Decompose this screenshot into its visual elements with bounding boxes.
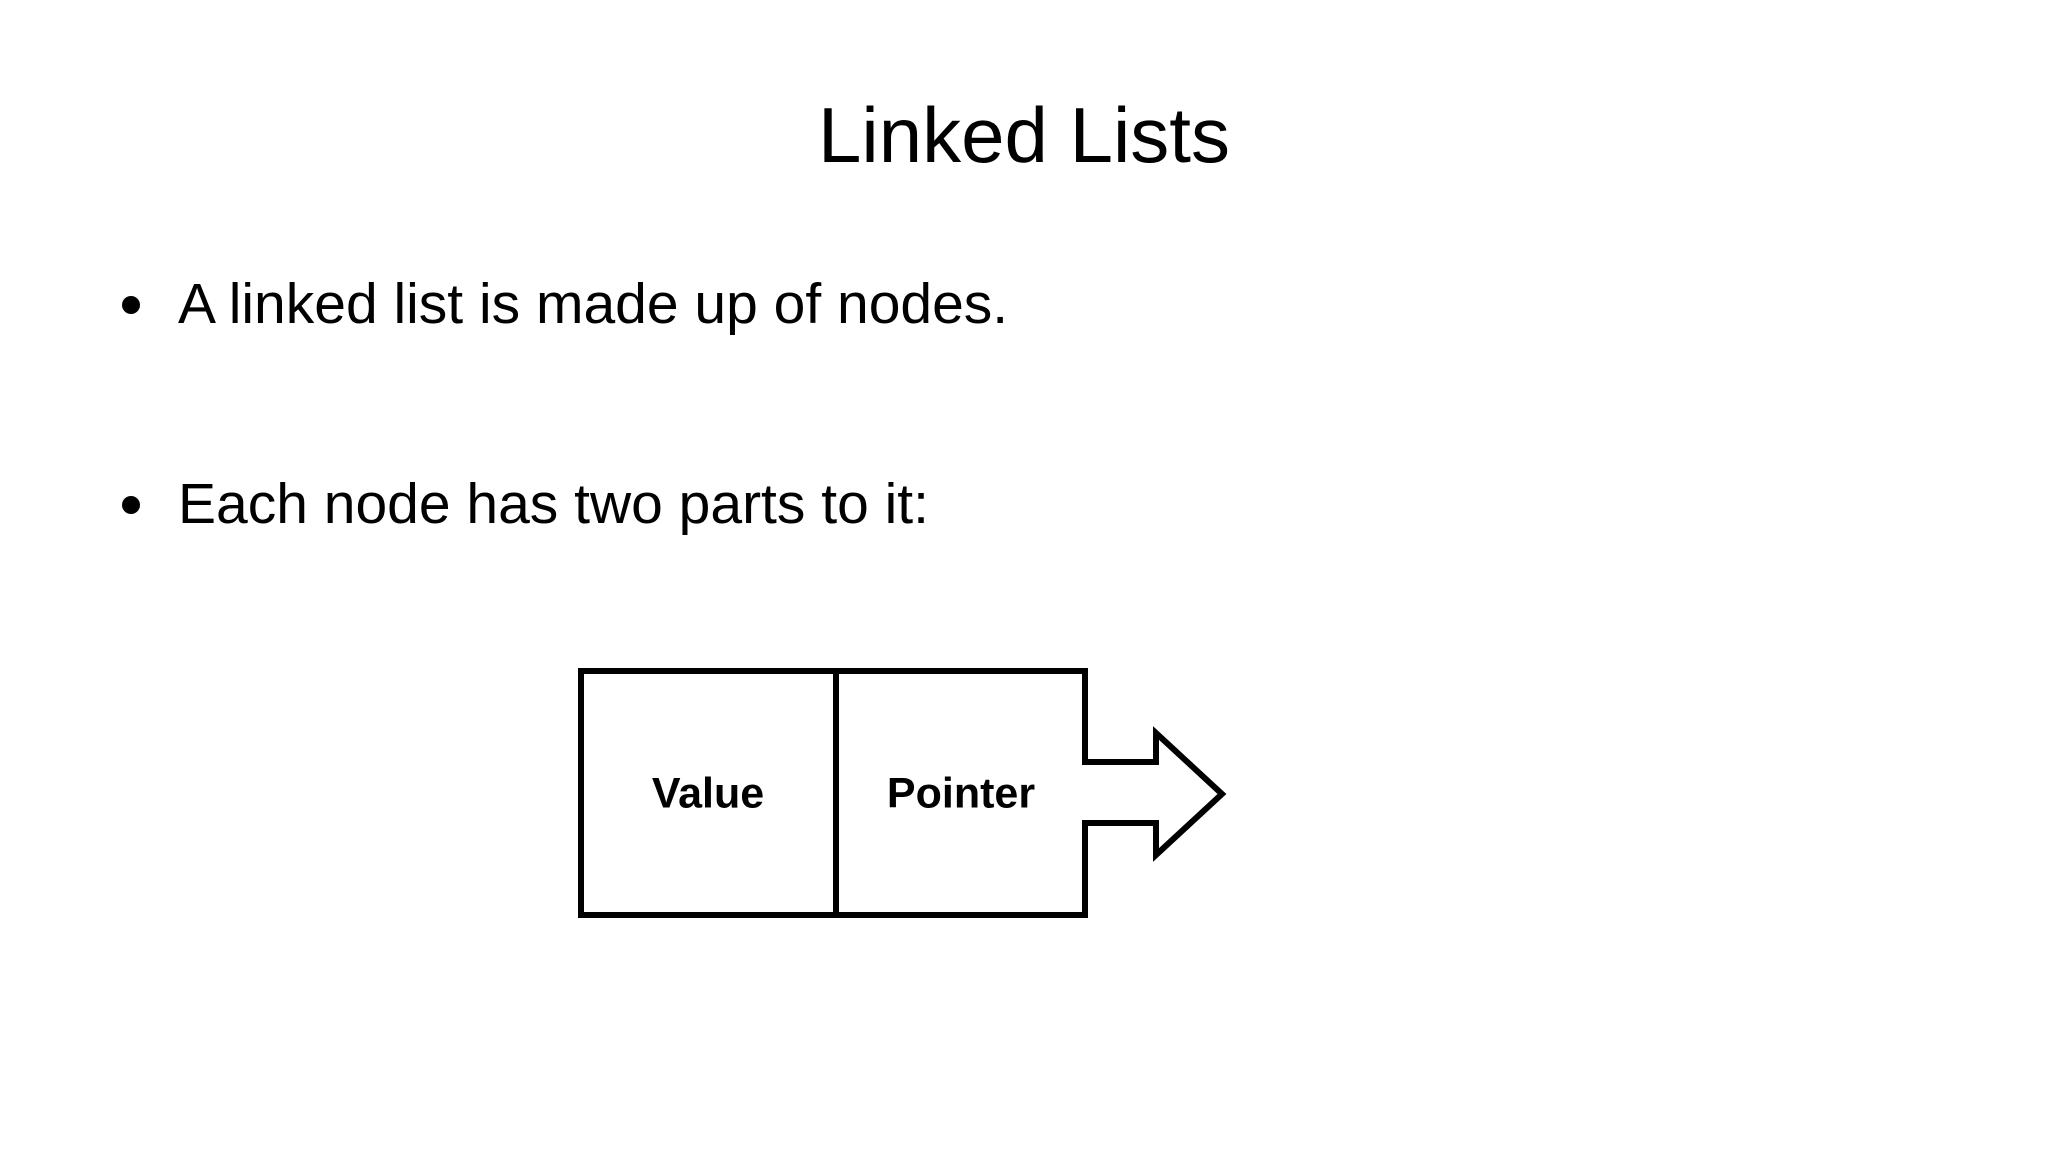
- page-title: Linked Lists: [818, 91, 1230, 179]
- list-item: Each node has two parts to it:: [110, 476, 1810, 676]
- node-cell-label-value: Value: [652, 769, 764, 817]
- list-item-label: Each node has two parts to it:: [178, 472, 929, 536]
- node-cell-label-pointer: Pointer: [887, 769, 1035, 817]
- list-item-label: A linked list is made up of nodes.: [178, 272, 1009, 336]
- bullet-dot-icon: [122, 296, 140, 314]
- node-outline-with-arrow: [578, 668, 1227, 918]
- linked-list-node-diagram: Value Pointer: [575, 660, 1235, 930]
- list-item: A linked list is made up of nodes.: [110, 276, 1810, 476]
- bullet-dot-icon: [122, 496, 140, 514]
- bullet-list: A linked list is made up of nodes. Each …: [110, 276, 1810, 676]
